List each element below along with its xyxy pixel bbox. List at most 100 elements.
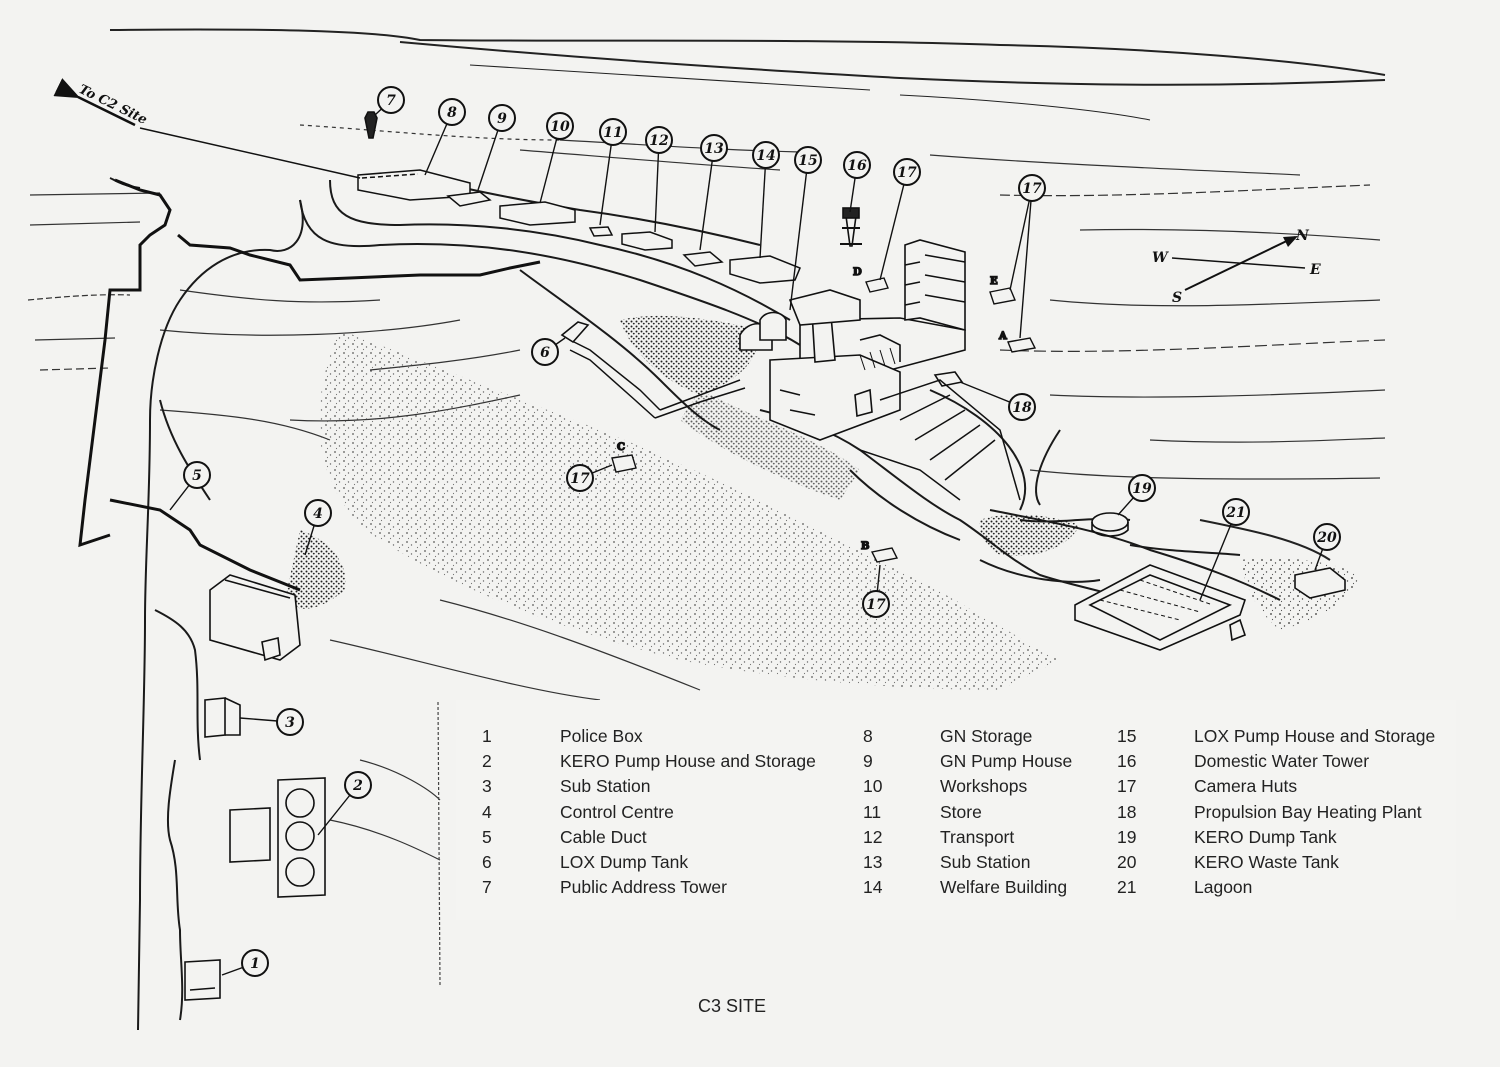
callout-number: 18 [1012,400,1032,416]
callout-circle [843,151,871,179]
legend-label: KERO Waste Tank [1194,852,1339,873]
callout-circle [599,118,627,146]
substation-13 [682,251,724,267]
welfare-building [729,255,801,284]
callout-marker: 17 [1018,174,1046,202]
legend-number: 8 [863,726,873,747]
propulsion-bay [739,239,966,441]
camera-hut-d [865,277,889,293]
callout-leader-line [1199,511,1237,601]
callout-number: 14 [756,148,775,164]
callout-marker: 12 [645,126,673,154]
legend-label: Domestic Water Tower [1194,751,1370,772]
callout-leader-line [1009,187,1033,291]
legend-number: 14 [863,877,883,898]
legend-label: Sub Station [940,852,1031,873]
callout-number: 12 [649,133,669,149]
site-title: C3 SITE [698,996,767,1016]
callout-circle [1313,523,1341,551]
legend-number: 15 [1117,726,1137,747]
legend-number: 12 [863,826,883,847]
callout-number: 20 [1316,530,1337,546]
legend-number: 16 [1117,751,1137,772]
legend-label: Public Address Tower [560,877,727,898]
lox-dump-tank [560,321,590,344]
lower-site-structures [933,371,1346,651]
callout-number: 5 [192,468,202,484]
callout-marker: 17 [566,464,594,492]
callout-marker: 3 [276,708,304,736]
legend-item: 16 Domestic Water Tower [1117,749,1435,774]
callout-leader-line [879,171,908,281]
callout-circle [546,112,574,140]
callout-leader-line [699,147,715,251]
legend-number: 5 [482,826,492,847]
callout-number: 10 [550,119,570,135]
callout-number: 21 [1225,505,1245,521]
camera-hut-label-e: E [990,276,998,287]
legend-number: 13 [863,852,883,873]
callout-marker: 10 [546,112,574,140]
callout-marker: 19 [1128,474,1156,502]
legend-label: Propulsion Bay Heating Plant [1194,801,1422,822]
main-road [109,177,1281,1031]
callout-circle [344,771,372,799]
to-c2-site-pointer: To C2 Site [53,78,361,179]
legend-number: 19 [1117,826,1137,847]
callout-number: 8 [447,105,457,121]
callout-circle [1008,393,1036,421]
legend-item: 8 GN Storage [863,724,1072,749]
legend-number: 21 [1117,877,1137,898]
transport-building [621,231,673,251]
legend-label: GN Storage [940,726,1033,747]
callout-marker: 1 [241,949,269,977]
callout-marker: 5 [183,461,211,489]
callout-marker: 16 [843,151,871,179]
callout-number: 6 [540,345,550,361]
camera-hut-b [870,547,899,563]
legend-label: Control Centre [560,801,674,822]
callout-marker: 21 [1222,498,1250,526]
callout-number: 4 [313,506,323,522]
callout-marker: 18 [1008,393,1036,421]
camera-hut-c [611,454,637,473]
public-address-tower [364,111,378,139]
callout-marker: 17 [862,590,890,618]
callout-number: 17 [570,471,590,487]
callout-number: 19 [1132,481,1152,497]
to-c2-site-label: To C2 Site [76,82,149,128]
callout-leader-line [599,131,614,226]
callout-marker: 4 [304,499,332,527]
legend-label: KERO Pump House and Storage [560,751,816,772]
callout-circle [893,158,921,186]
callout-marker: 9 [488,104,516,132]
callout-marker: 11 [599,118,627,146]
camera-hut-label-c: C [617,442,625,453]
legend-number: 11 [863,801,882,822]
workshops-building [499,201,576,226]
callout-number: 17 [1022,181,1042,197]
callout-number: 9 [497,111,507,127]
legend-label: LOX Pump House and Storage [1194,726,1436,747]
callout-leader-line [1019,187,1033,339]
callout-number: 1 [250,956,260,972]
callout-leader-line [789,159,809,311]
callout-marker: 2 [344,771,372,799]
camera-hut-e [989,287,1016,305]
kero-dump-tank [1091,512,1129,532]
heating-plant [933,371,964,387]
gn-pump-house [446,191,492,207]
camera-hut-label-d: D [853,267,862,278]
